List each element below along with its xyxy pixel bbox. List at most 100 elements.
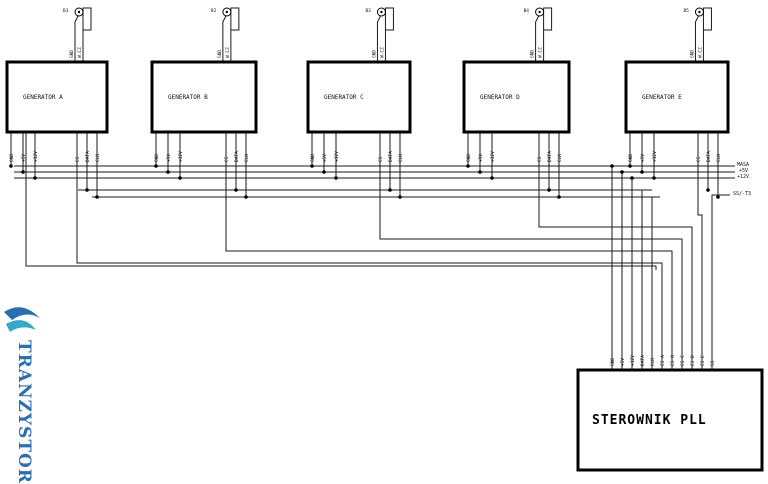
- pll-pin-label-8: CS D: [690, 355, 696, 366]
- gen-bus-junction-0-4: [85, 188, 89, 192]
- gen-bottom-pin-label-4-2: +12V: [652, 151, 658, 162]
- gen-bottom-pin-label-2-0: GND: [310, 154, 316, 162]
- gen-jack-shield-0: [82, 7, 92, 31]
- gen-top-pin-label-2-0: GND: [371, 50, 377, 58]
- gen-power-junction-1-2: [178, 176, 182, 180]
- gen-bus-junction-3-5: [557, 195, 561, 199]
- rf-jack-center-2: [380, 10, 383, 14]
- generator-label-0: GENERATOR A: [23, 94, 63, 101]
- gen-power-junction-3-0: [466, 164, 470, 168]
- gen-top-pin-label-4-1: W.CZ: [697, 47, 703, 58]
- pll-pin-label-3: DATA: [640, 355, 646, 366]
- pll-power-junction-1: [620, 170, 624, 174]
- pll-power-junction-0: [610, 164, 614, 168]
- gen-jack-lead-3: [535, 13, 541, 30]
- gen-power-junction-0-2: [33, 176, 37, 180]
- gen-bottom-pin-label-4-1: +5V: [640, 154, 646, 162]
- generator-box-4: [624, 60, 730, 134]
- rf-jack-label-2: B3: [365, 8, 371, 14]
- pll-pin-label-6: CS B: [670, 355, 676, 366]
- gen-cs-wire-4: [697, 132, 703, 370]
- gen-bus-junction-4-4: [706, 188, 710, 192]
- pll-pin-label-2: +12V: [630, 355, 636, 366]
- gen-jack-shield-4: [702, 7, 712, 31]
- rail-label-5v: +5V: [739, 168, 748, 174]
- gen-jack-shield-2: [384, 7, 394, 31]
- gen-power-junction-2-0: [310, 164, 314, 168]
- gen-bottom-pin-label-2-4: DATA: [388, 151, 394, 162]
- gen-cs-wire-0: [76, 132, 663, 370]
- gen-bus-junction-1-4: [234, 188, 238, 192]
- gen-bottom-pin-label-1-3: CS: [224, 156, 230, 162]
- pll-power-junction-2: [630, 176, 634, 180]
- generator-box-3: [462, 60, 571, 134]
- gen-bottom-pin-label-2-1: +5V: [322, 154, 328, 162]
- gen-power-junction-0-1: [21, 170, 25, 174]
- gen-bottom-pin-label-1-1: +5V: [166, 154, 172, 162]
- gen-bottom-pin-label-0-4: DATA: [85, 151, 91, 162]
- gen-bus-junction-3-4: [547, 188, 551, 192]
- pll-pin-label-7: CS C: [680, 355, 686, 366]
- rf-jack-label-1: B2: [211, 8, 217, 14]
- gen-bottom-pin-label-4-0: GND: [628, 154, 634, 162]
- rf-jack-center-3: [538, 10, 541, 14]
- pll-pin-label-10: SS: [710, 360, 716, 366]
- generator-label-3: GENERATOR D: [480, 94, 520, 101]
- gen-bottom-pin-label-3-3: CS: [537, 156, 543, 162]
- rail-label-12v: +12V: [737, 174, 749, 180]
- logo-text: TRANZYSTOR: [14, 340, 34, 484]
- gen-power-junction-3-2: [490, 176, 494, 180]
- gen-jack-shield-1: [230, 7, 240, 31]
- gen-jack-lead-0: [74, 13, 80, 30]
- gen-jack-lead-1: [222, 13, 228, 30]
- rf-jack-center-1: [225, 10, 229, 14]
- rf-jack-label-4: B5: [683, 8, 689, 14]
- generator-box-1: [150, 60, 258, 134]
- gen-power-junction-4-2: [652, 176, 656, 180]
- gen-power-junction-1-1: [166, 170, 170, 174]
- gen-top-pin-label-0-1: W.CZ: [77, 47, 83, 58]
- gen-top-pin-label-4-0: GND: [689, 50, 695, 58]
- gen-bottom-pin-label-0-2: +12V: [33, 151, 39, 162]
- gen-bottom-pin-label-0-5: CLK: [95, 154, 101, 162]
- gen-bottom-pin-label-3-5: CLK: [557, 154, 563, 162]
- pll-pin-label-1: +5V: [620, 358, 626, 366]
- gen-bottom-pin-label-3-1: +5V: [478, 154, 484, 162]
- gen-jack-lead-4: [694, 13, 700, 30]
- pll-data-wire: [641, 189, 652, 370]
- gen-bottom-pin-label-3-4: DATA: [547, 151, 553, 162]
- gen-jack-shield-3: [543, 7, 553, 31]
- rf-jack-label-0: B1: [63, 8, 69, 14]
- gen-bottom-pin-label-2-5: CLK: [398, 154, 404, 162]
- gen-cs-wire-2: [379, 132, 683, 370]
- gen-top-pin-label-2-1: W.CZ: [379, 47, 385, 58]
- gen-bottom-pin-label-4-3: CS: [696, 156, 702, 162]
- rf-jack-center-0: [77, 10, 81, 14]
- gen-bottom-pin-label-1-5: CLK: [244, 154, 250, 162]
- gen-bottom-pin-label-1-0: GND: [154, 154, 160, 162]
- rf-jack-label-3: B4: [524, 8, 530, 14]
- gen-a-cs-extra-wire: [25, 132, 657, 270]
- gen-top-pin-label-1-0: GND: [217, 50, 223, 58]
- gen-jack-lead-2: [376, 13, 382, 30]
- generator-label-2: GENERATOR C: [324, 94, 364, 101]
- rf-jack-center-4: [698, 10, 701, 14]
- gen-cs-wire-1: [225, 132, 673, 370]
- gen-power-junction-3-1: [478, 170, 482, 174]
- pll-pin-label-5: CS A: [660, 355, 666, 366]
- pll-pin-label-0: GND: [610, 358, 616, 366]
- wires: [9, 7, 735, 370]
- gen-bottom-pin-label-0-3: CS: [75, 156, 81, 162]
- gen-bus-junction-1-5: [244, 195, 248, 199]
- generator-label-1: GENERATOR B: [168, 94, 208, 101]
- gen-power-junction-4-1: [640, 170, 644, 174]
- gen-bottom-pin-label-3-0: GND: [466, 154, 472, 162]
- gen-top-pin-label-3-1: W.CZ: [538, 47, 544, 58]
- gen-bus-junction-4-5: [716, 195, 720, 199]
- gen-bottom-pin-label-1-4: DATA: [234, 151, 240, 162]
- pll-clk-wire: [651, 196, 660, 370]
- generator-box-2: [306, 60, 412, 134]
